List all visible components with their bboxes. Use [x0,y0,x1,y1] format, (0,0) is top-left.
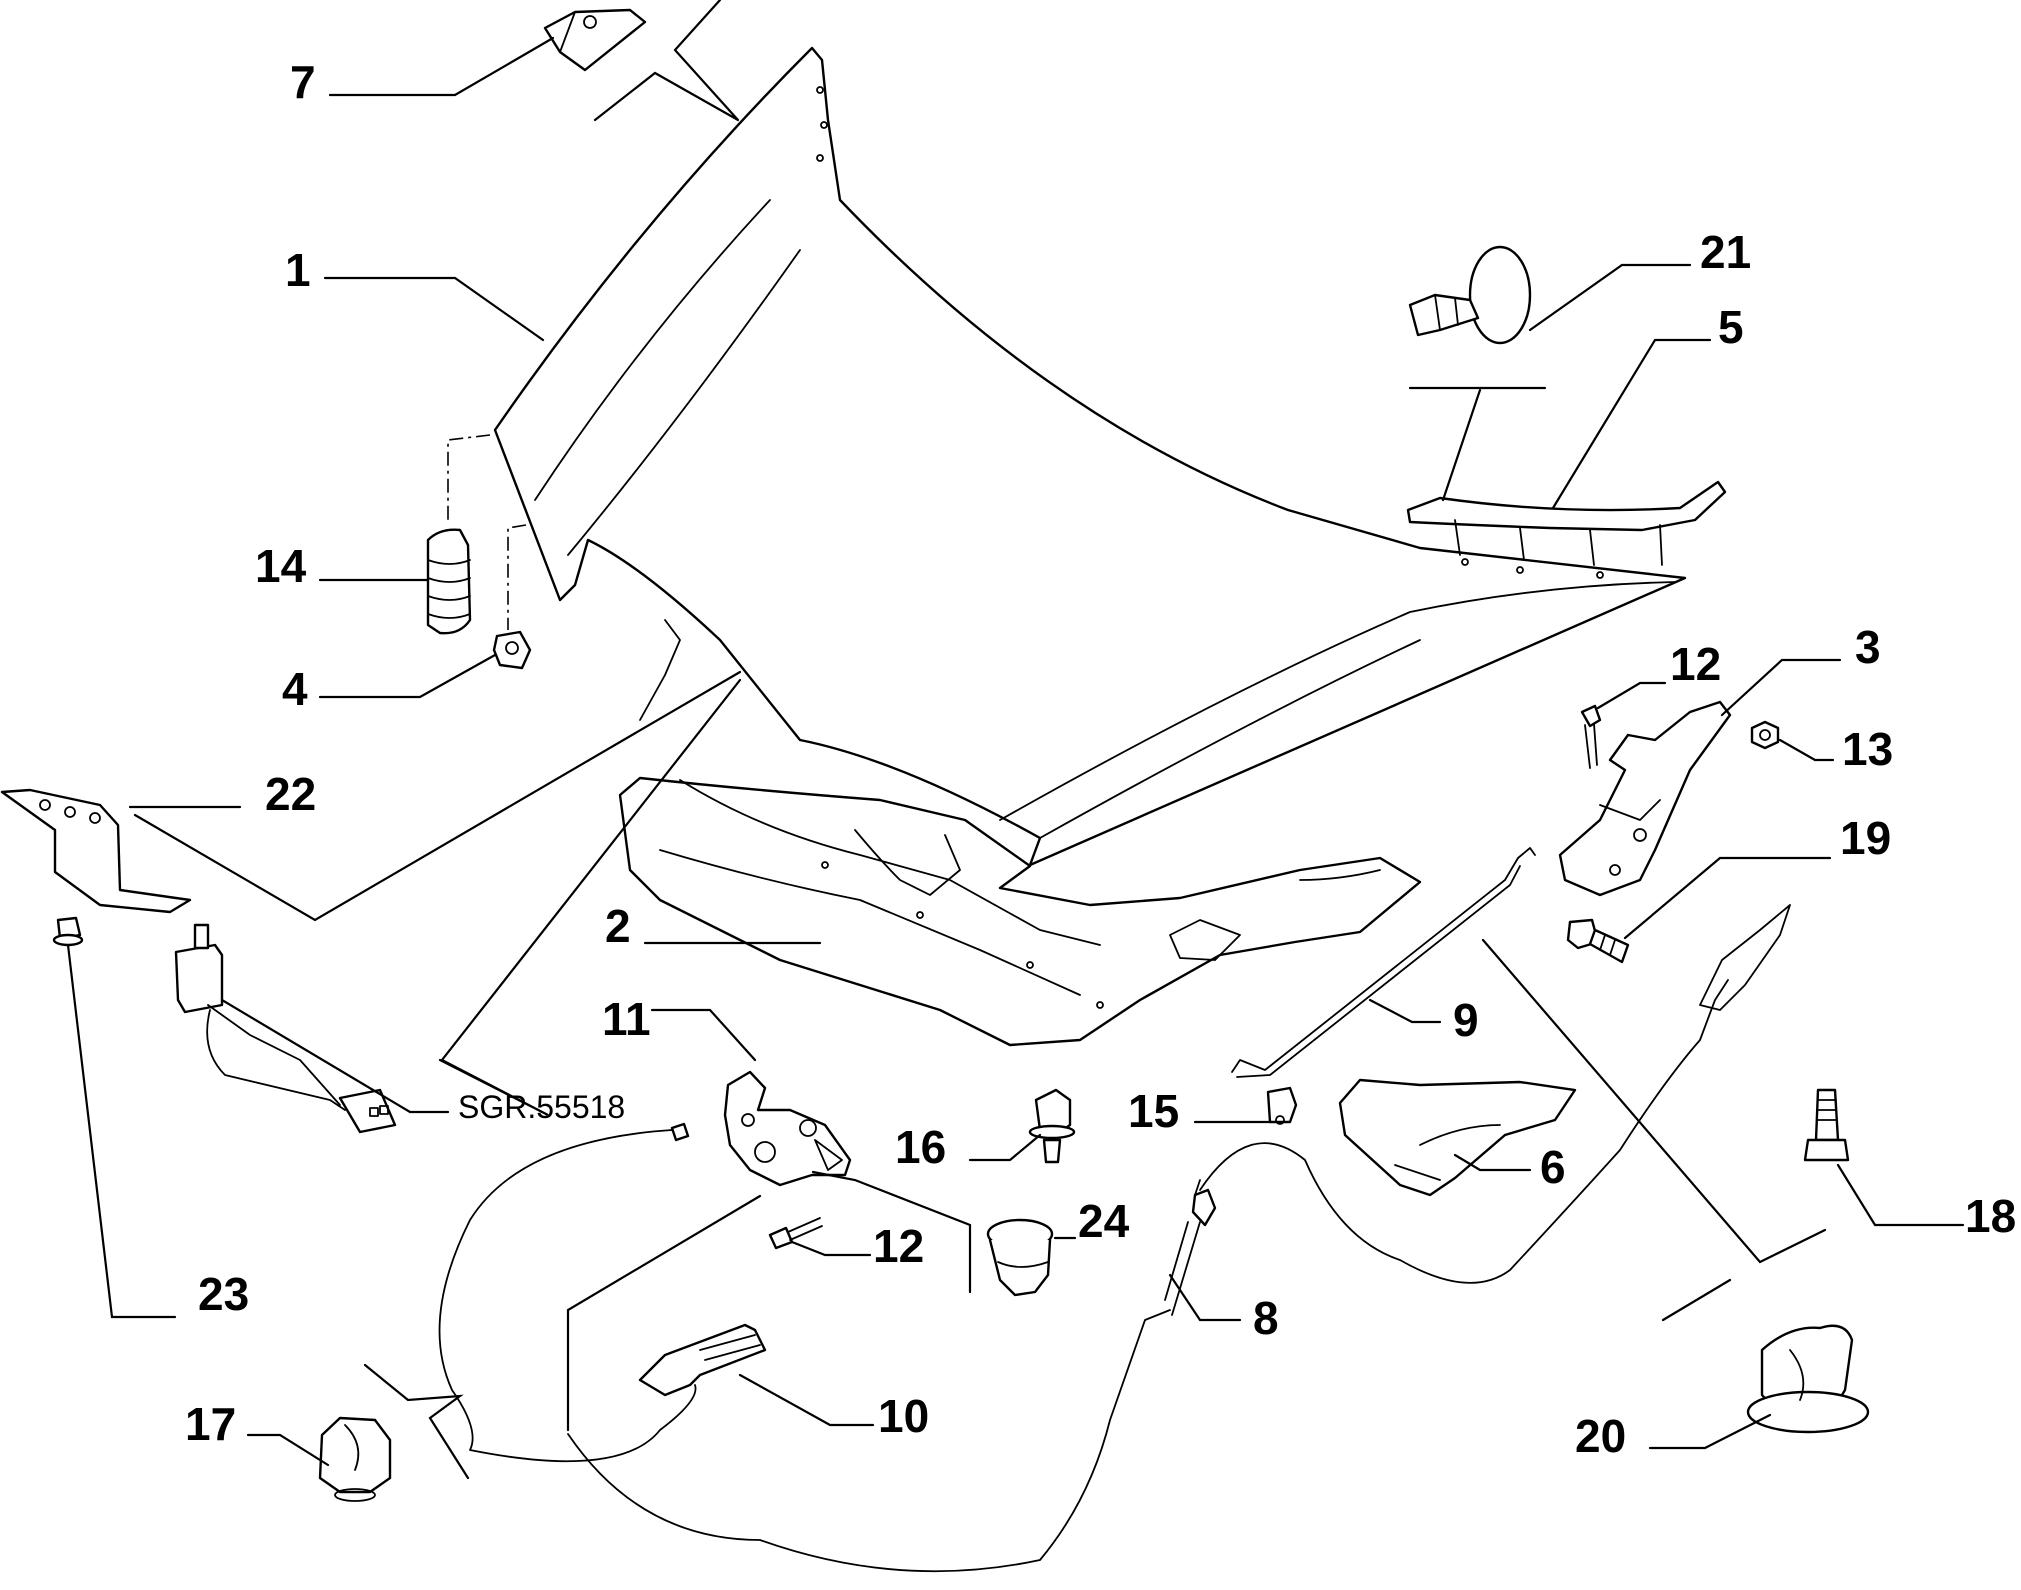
leader-17 [246,1433,330,1467]
leader-13 [1778,738,1835,762]
bonnet-part [493,46,1687,867]
callout-12-lock: 12 [873,1220,924,1272]
prop-rod-part [1231,847,1536,1078]
switch-connector-part [174,923,397,1134]
leader-1 [323,276,545,342]
nut-dashline [507,524,527,630]
screw-upper-part [1580,704,1602,769]
leader-6 [1453,1153,1532,1172]
callout-2: 2 [605,900,631,952]
callout-7: 7 [290,56,316,108]
callout-22: 22 [265,768,316,820]
callout-21: 21 [1700,226,1751,278]
cable-clip-part [318,1416,392,1502]
callout-5: 5 [1718,301,1744,353]
guide-lock-front [438,678,742,1116]
cable-clamp-part [1699,904,1791,1011]
guide-clip-seal [1408,386,1547,502]
bolt-part [1803,1088,1850,1162]
leader-11 [650,1008,757,1062]
leader-5 [1551,338,1712,510]
hinge-bolt-part [1566,918,1630,964]
guide-handle-lock [566,1194,762,1432]
guide-clip17 [363,1363,470,1480]
leader-23 [66,943,177,1319]
release-cable-part [1164,1179,1217,1316]
callout-12-hinge: 12 [1670,638,1721,690]
hinge-part [1558,700,1732,897]
pin-part [52,916,84,947]
leader-12b [790,1240,872,1257]
grommet-part [986,1218,1054,1297]
guide-bumpstop-upper [593,0,740,122]
leader-3 [1720,658,1842,717]
leader-7 [328,36,555,97]
callout-20: 20 [1575,1410,1626,1462]
leader-19 [1623,856,1832,940]
callout-4: 4 [282,663,308,715]
bracket-plate-part [0,788,192,914]
buffer-dashline [447,434,491,520]
bump-stop-part [543,8,647,72]
callout-14: 14 [255,540,307,592]
callout-10: 10 [878,1390,929,1442]
callout-17: 17 [185,1398,236,1450]
guide-grommet20 [1481,938,1827,1322]
clip-part [1266,1086,1298,1125]
leader-9 [1368,998,1442,1024]
release-handle-part [638,1323,767,1397]
reference-label: SGR.55518 [458,1089,625,1125]
rubber-buffer-part [426,528,472,635]
callout-24: 24 [1078,1195,1130,1247]
callout-19: 19 [1840,812,1891,864]
callout-1: 1 [285,244,311,296]
leader-20 [1648,1413,1772,1450]
bracket-part [1338,1078,1577,1197]
guide-grommet-lock [811,1170,972,1294]
callout-16: 16 [895,1121,946,1173]
callout-3: 3 [1855,621,1881,673]
seal-strip-part [1406,480,1727,566]
guide-bracket-front [133,670,742,922]
leader-16 [968,1133,1042,1162]
callout-8: 8 [1253,1292,1279,1344]
callout-15: 15 [1128,1085,1179,1137]
leader-21 [1528,263,1692,332]
bonnet-lock-part [670,1070,852,1187]
leader-4 [318,653,497,699]
nut-part [492,630,532,670]
release-cable-run [567,1309,1171,1573]
cable-grommet-part [1746,1324,1870,1434]
push-clip-part [1408,245,1532,345]
callout-9: 9 [1453,994,1479,1046]
leader-12a [1596,681,1667,710]
callout-13: 13 [1842,723,1893,775]
callout-23: 23 [198,1268,249,1320]
nut-small-part [1750,720,1780,750]
leader-8 [1168,1273,1242,1322]
callout-18: 18 [1965,1190,2016,1242]
leader-18 [1836,1163,1965,1227]
callout-6: 6 [1540,1141,1566,1193]
leader-10 [738,1373,875,1427]
insulation-panel-part [618,776,1422,1047]
push-rivet-part [1028,1088,1076,1164]
callout-11: 11 [602,993,651,1045]
screw-lower-part [768,1217,823,1250]
leader-sgr [220,998,450,1114]
front-panel-edge [639,619,681,721]
